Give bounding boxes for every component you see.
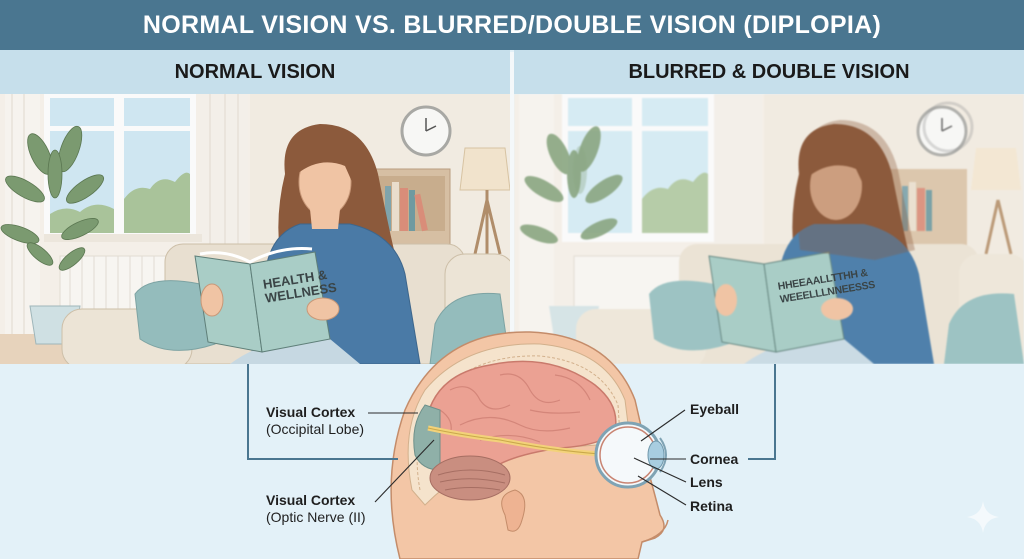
label-main: Visual Cortex [266, 492, 356, 508]
living-room-illustration [0, 94, 510, 364]
page-title: NORMAL VISION VS. BLURRED/DOUBLE VISION … [0, 0, 1024, 50]
double-vision-ghost [573, 101, 974, 260]
label-retina: Retina [690, 498, 733, 514]
label-visual-cortex-optic-nerve: Visual Cortex (Optic Nerve (II) [266, 492, 366, 526]
blurred-vision-scene: HHEEAALLTTHH & WEEELLLNNEESSS [514, 94, 1024, 364]
label-eyeball: Eyeball [690, 401, 740, 417]
panel-label-normal-vision: NORMAL VISION [0, 50, 510, 94]
panel-label-blurred-vision: BLURRED & DOUBLE VISION [514, 50, 1024, 94]
head-brain-eye-anatomy [390, 331, 669, 559]
label-sub: (Occipital Lobe) [266, 421, 365, 437]
sparkle-icon [967, 501, 999, 533]
label-cornea: Cornea [690, 451, 739, 467]
label-main: Visual Cortex [266, 404, 356, 420]
label-visual-cortex-occipital: Visual Cortex (Occipital Lobe) [266, 404, 364, 438]
normal-vision-scene: HEALTH & WELLNESS [0, 94, 510, 364]
living-room-illustration-blurred [514, 94, 1024, 364]
label-sub: (Optic Nerve (II) [266, 509, 366, 525]
label-lens: Lens [690, 474, 723, 490]
panel-divider [510, 52, 514, 364]
